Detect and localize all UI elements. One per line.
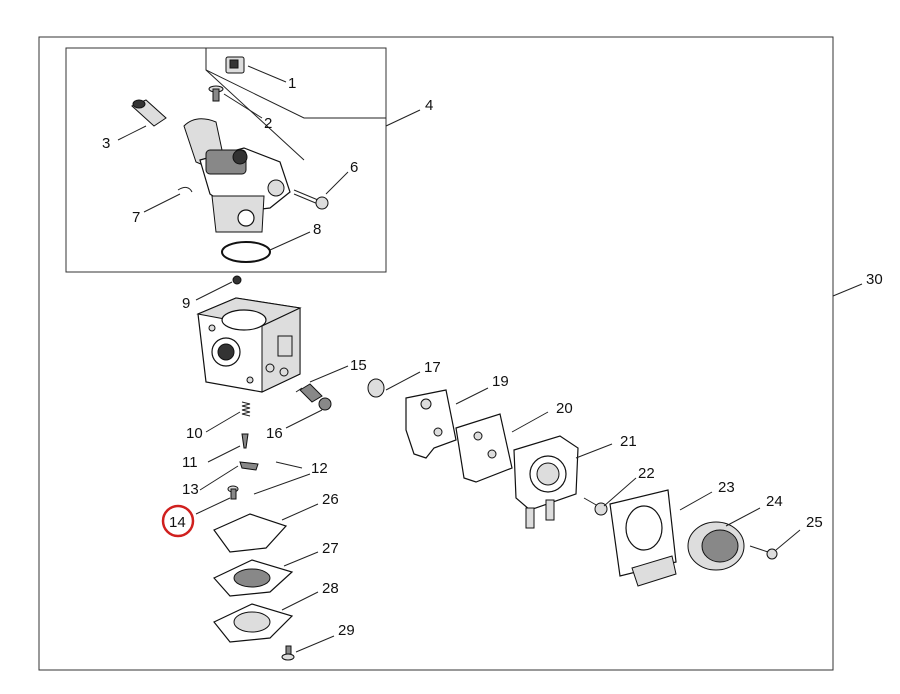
callout-16: 16: [266, 425, 283, 442]
part-11-needle: [241, 433, 249, 449]
callout-30: 30: [866, 271, 883, 288]
part-1-nut: [225, 56, 245, 74]
part-7-clip: [177, 186, 193, 193]
inner-bracket: [205, 48, 386, 119]
part-16-plug: [318, 397, 332, 411]
callout-28: 28: [322, 580, 339, 597]
callout-1: 1: [288, 75, 296, 92]
carburetor-upper-body: [183, 118, 291, 233]
part-22-screw: [583, 497, 608, 516]
callout-4: 4: [425, 97, 433, 114]
part-29-screw: [281, 645, 295, 661]
callout-25: 25: [806, 514, 823, 531]
callout-13: 13: [182, 481, 199, 498]
part-28-cover: [213, 603, 294, 643]
callout-26: 26: [322, 491, 339, 508]
part-19-gasket: [405, 389, 457, 459]
part-6-screw: [293, 189, 329, 210]
carburetor-main-body: [196, 297, 302, 393]
highlight-circle-14: [161, 504, 195, 538]
callout-17: 17: [424, 359, 441, 376]
part-12-pin: [275, 461, 303, 469]
part-13-lever: [239, 461, 259, 471]
part-21-pump-cover: [513, 435, 579, 529]
callout-24: 24: [766, 493, 783, 510]
callout-29: 29: [338, 622, 355, 639]
callout-19: 19: [492, 373, 509, 390]
outer-frame: [38, 36, 834, 671]
part-14-screw: [227, 485, 239, 500]
part-23-primer-gasket: [609, 489, 677, 587]
part-24-primer-bulb: [687, 521, 745, 571]
part-25-screw: [749, 545, 778, 560]
inner-bracket-diagonal: [205, 69, 305, 161]
callout-8: 8: [313, 221, 321, 238]
part-20-diaphragm: [455, 413, 513, 483]
callout-3: 3: [102, 135, 110, 152]
callout-7: 7: [132, 209, 140, 226]
callout-6: 6: [350, 159, 358, 176]
callout-2: 2: [264, 115, 272, 132]
part-26-gasket: [213, 513, 288, 553]
callout-9: 9: [182, 295, 190, 312]
leader-lines: [117, 65, 863, 653]
callout-12: 12: [311, 460, 328, 477]
callout-20: 20: [556, 400, 573, 417]
callout-21: 21: [620, 433, 637, 450]
part-2-screw: [208, 85, 224, 102]
callout-15: 15: [350, 357, 367, 374]
callout-22: 22: [638, 465, 655, 482]
part-27-diaphragm: [213, 559, 294, 597]
part-3-fitting: [131, 99, 167, 127]
subassembly-frame: [65, 47, 387, 273]
callout-14: 14: [169, 514, 186, 531]
part-8-o-ring: [221, 241, 271, 263]
part-9-plug: [232, 275, 242, 285]
part-17-seal: [367, 378, 385, 398]
part-10-spring: [241, 401, 251, 417]
callout-27: 27: [322, 540, 339, 557]
callout-11: 11: [182, 454, 198, 471]
part-15-needle-valve: [295, 383, 323, 403]
callout-10: 10: [186, 425, 203, 442]
callout-23: 23: [718, 479, 735, 496]
